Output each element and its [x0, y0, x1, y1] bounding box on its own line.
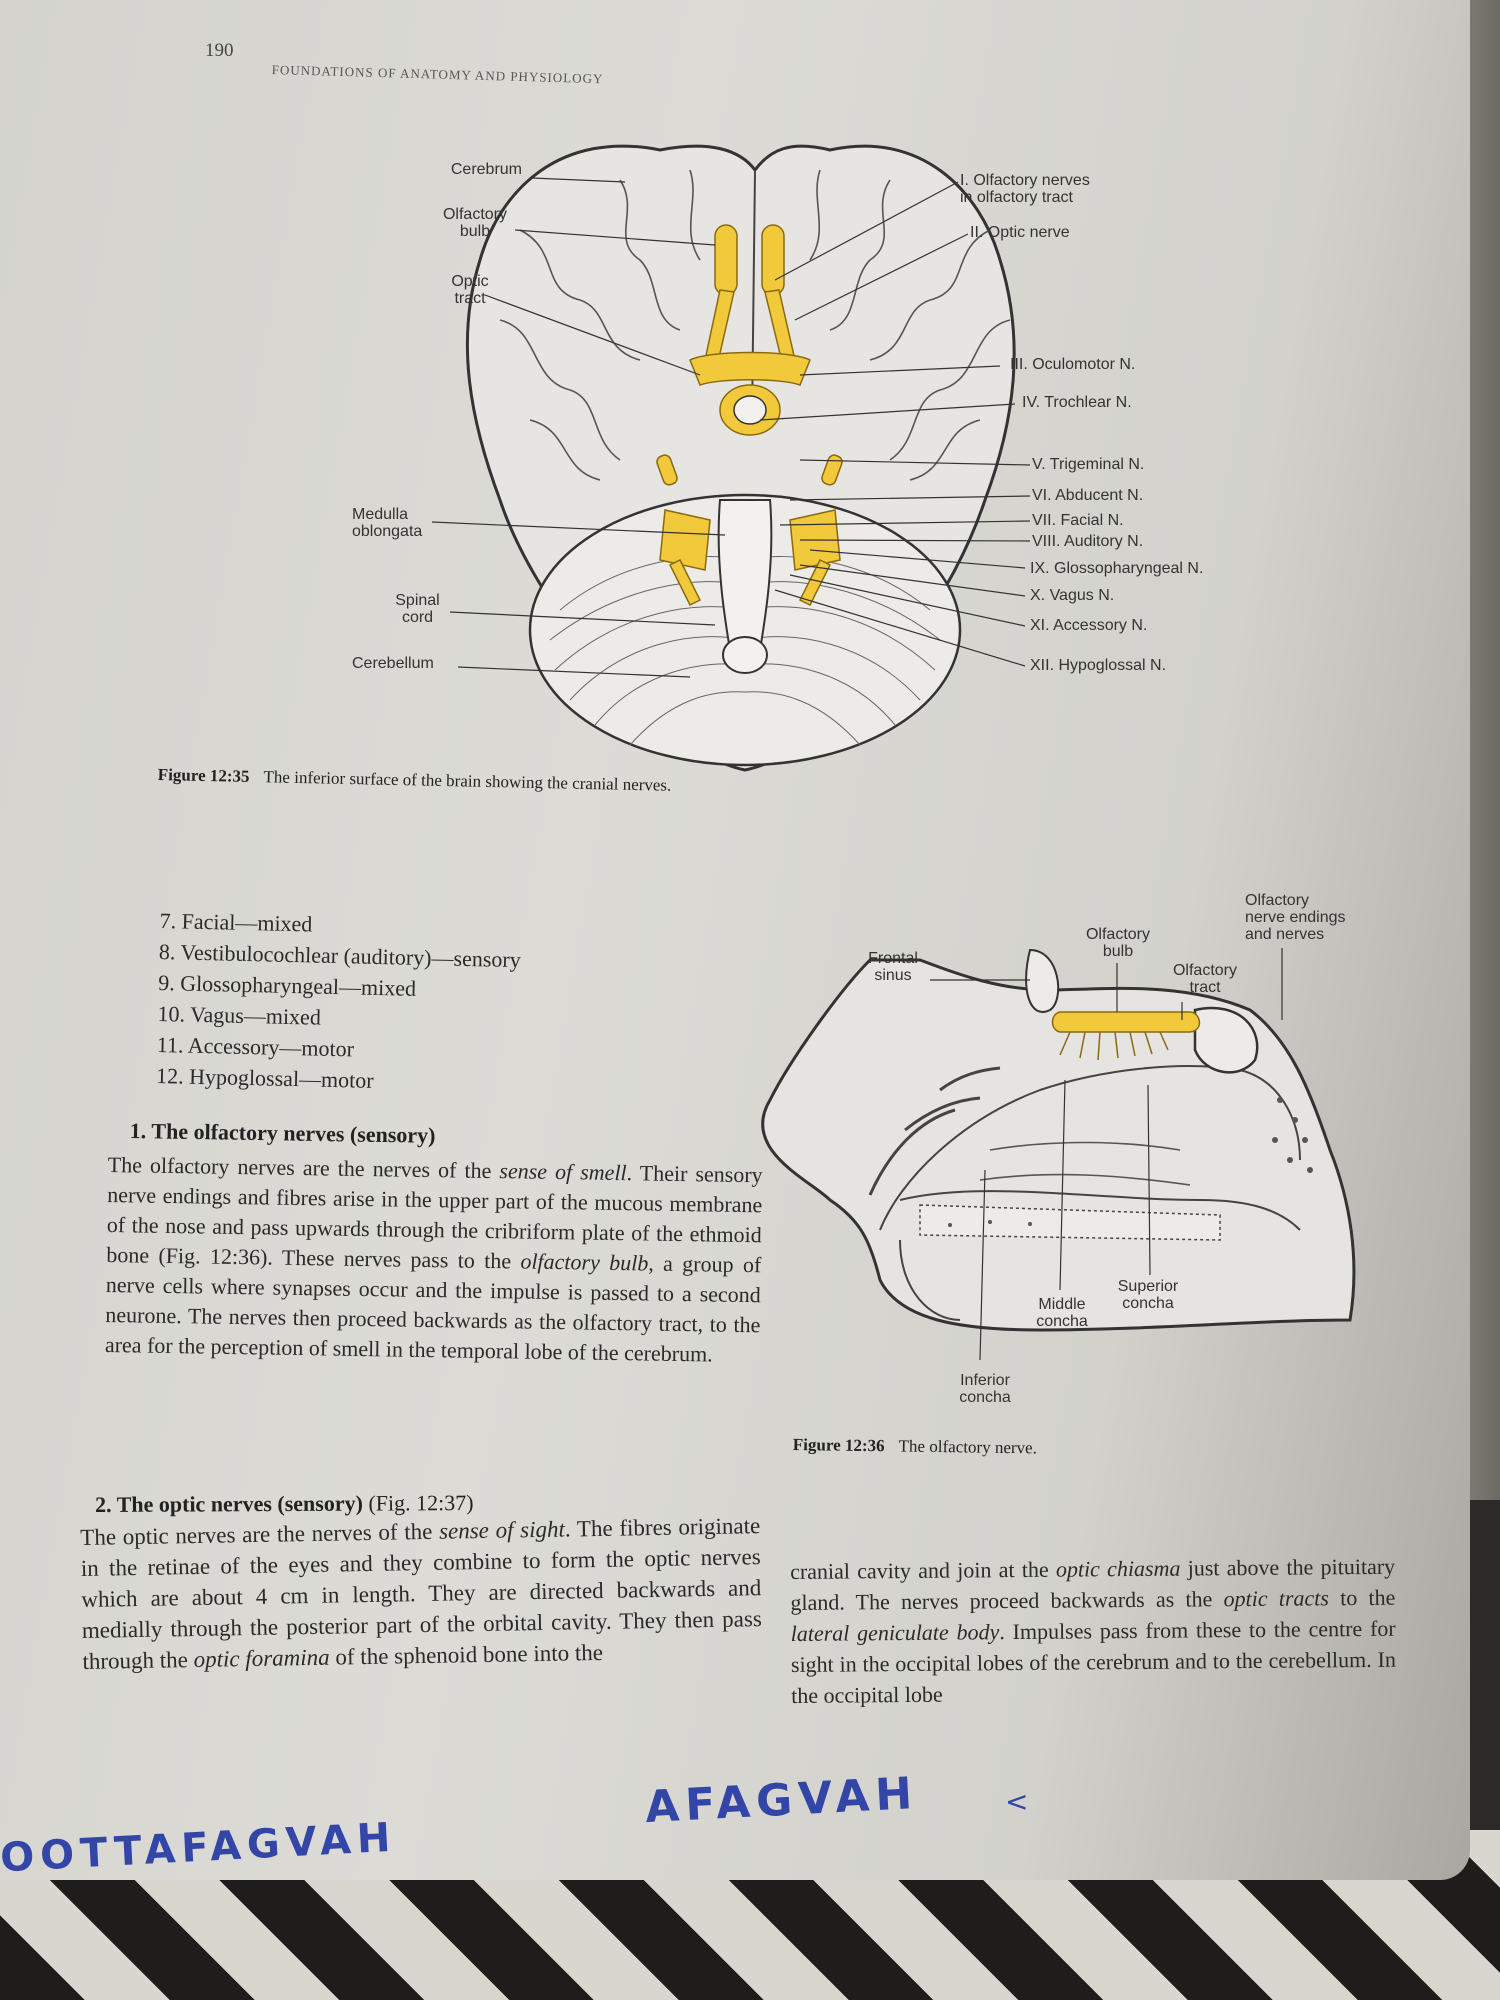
brain-illustration [431, 144, 1031, 772]
figure-36-number: Figure 12:36 [792, 1435, 885, 1456]
label-nerve-10: X. Vagus N. [1030, 587, 1115, 604]
label-cerebellum: Cerebellum [352, 655, 434, 672]
label-olfactory-tract-36: Olfactory tract [1172, 962, 1237, 996]
label-nerve-1: I. Olfactory nerves in olfactory tract [960, 172, 1090, 206]
handwriting-left: OOTTAFAGVAH [0, 1814, 398, 1880]
label-nerve-3: III. Oculomotor N. [1010, 356, 1136, 373]
page-number: 190 [205, 40, 234, 61]
section-2-left-column: The optic nerves are the nerves of the s… [80, 1513, 763, 1674]
handwriting-center: AFAGVAH [643, 1767, 920, 1834]
label-middle-concha: Middle concha [1036, 1296, 1088, 1330]
section-2-heading: 2. The optic nerves (sensory) (Fig. 12:3… [95, 1490, 474, 1517]
handwriting-mark: < [1005, 1785, 1035, 1818]
label-superior-concha: Superior concha [1117, 1278, 1179, 1312]
label-frontal-sinus: Frontal sinus [868, 950, 918, 984]
section-2-right-column: cranial cavity and join at the optic chi… [790, 1553, 1397, 1708]
olfactory-nerve-illustration [761, 948, 1356, 1361]
label-nerve-4: IV. Trochlear N. [1022, 394, 1132, 411]
label-olfactory-bulb: Olfactory bulb [442, 206, 507, 240]
olfactory-bulb-shape [1051, 1011, 1201, 1033]
label-olfactory-bulb-36: Olfactory bulb [1085, 926, 1150, 960]
label-nerve-6: VI. Abducent N. [1032, 487, 1144, 504]
label-nerve-9: IX. Glossopharyngeal N. [1030, 560, 1204, 577]
label-optic-tract: Optic tract [451, 273, 489, 307]
label-spinal-cord: Spinal cord [395, 592, 440, 626]
figure-36-caption: Figure 12:36 The olfactory nerve. [793, 1435, 1037, 1458]
figure-36-text: The olfactory nerve. [898, 1436, 1038, 1458]
label-nerve-11: XI. Accessory N. [1030, 617, 1148, 634]
label-nerve-5: V. Trigeminal N. [1032, 456, 1145, 473]
label-inferior-concha: Inferior concha [959, 1372, 1011, 1406]
label-nerve-12: XII. Hypoglossal N. [1030, 657, 1167, 674]
label-nerve-7: VII. Facial N. [1032, 512, 1124, 529]
label-nerve-2: II. Optic nerve [970, 224, 1070, 241]
label-nerve-8: VIII. Auditory N. [1032, 533, 1144, 550]
label-medulla-oblongata: Medulla oblongata [352, 506, 423, 540]
label-cerebrum: Cerebrum [450, 161, 522, 178]
book-page: 190 FOUNDATIONS OF ANATOMY AND PHYSIOLOG… [0, 0, 1470, 1880]
label-olfactory-endings: Olfactory nerve endings and nerves [1245, 892, 1346, 943]
